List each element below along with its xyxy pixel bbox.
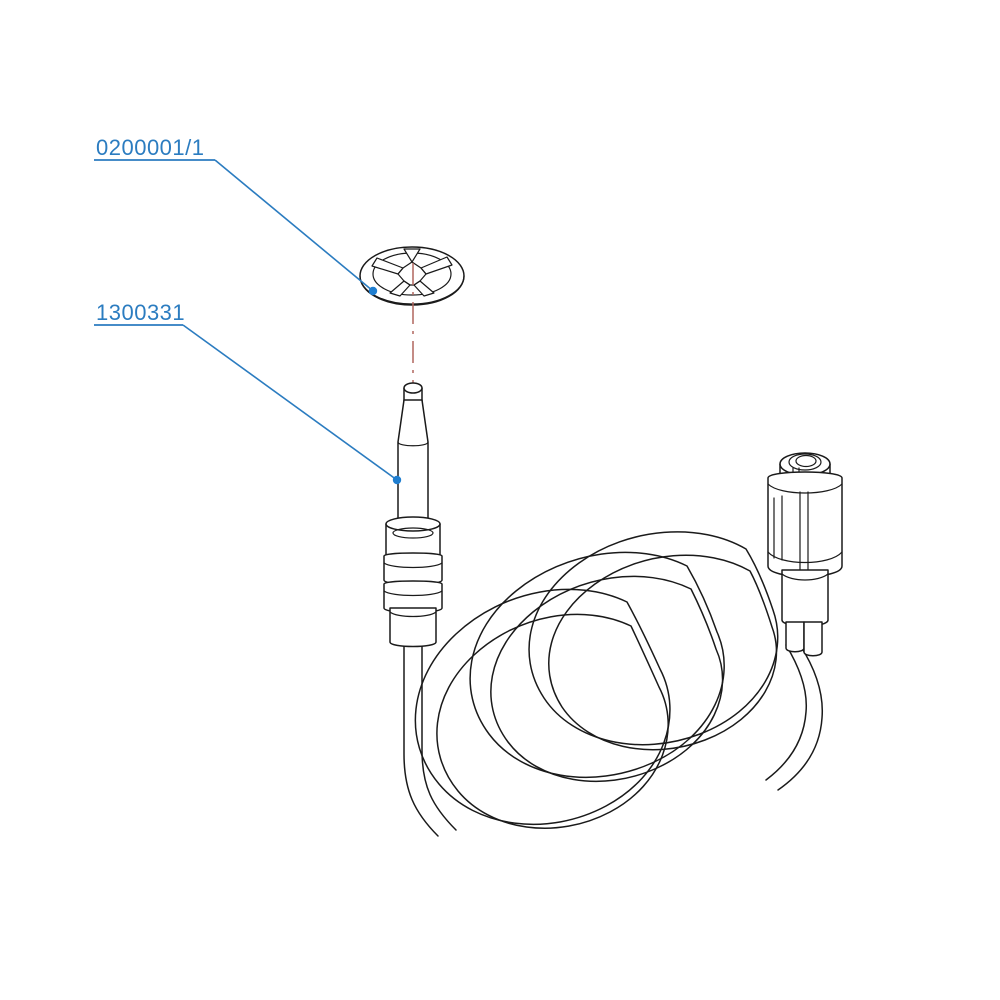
cable-coil-turn-2 bbox=[469, 551, 725, 783]
star-washer bbox=[359, 246, 465, 306]
cable-lead-to-connector bbox=[765, 644, 824, 791]
callout-label-top[interactable]: 0200001/1 bbox=[96, 135, 205, 160]
probe-taper bbox=[397, 399, 429, 521]
thermocouple-probe bbox=[383, 382, 443, 648]
callout-leader-top bbox=[214, 159, 374, 292]
cable-lead-to-probe bbox=[403, 644, 457, 837]
callout-leader-bottom bbox=[182, 324, 398, 481]
probe-base-barrel bbox=[389, 607, 437, 648]
callout-anchor-dot-top bbox=[368, 286, 378, 296]
connector-strain-relief bbox=[785, 621, 823, 657]
connector-stem bbox=[781, 569, 829, 627]
coiled-cable bbox=[403, 531, 824, 837]
probe-gasket-ring-1 bbox=[383, 552, 443, 586]
callout-0200001-1[interactable]: 0200001/1 bbox=[94, 135, 378, 296]
connector-plug bbox=[767, 452, 843, 657]
connector-body bbox=[767, 471, 843, 578]
probe-gasket-ring-2 bbox=[383, 580, 443, 614]
cable-coil-turn-3 bbox=[414, 588, 671, 829]
star-washer-prongs bbox=[371, 248, 453, 297]
callout-1300331[interactable]: 1300331 bbox=[94, 300, 402, 485]
probe-collar bbox=[385, 516, 441, 562]
cable-coil-turn-1 bbox=[528, 531, 779, 751]
callout-label-bottom[interactable]: 1300331 bbox=[96, 300, 185, 325]
callout-anchor-dot-bottom bbox=[392, 475, 402, 485]
